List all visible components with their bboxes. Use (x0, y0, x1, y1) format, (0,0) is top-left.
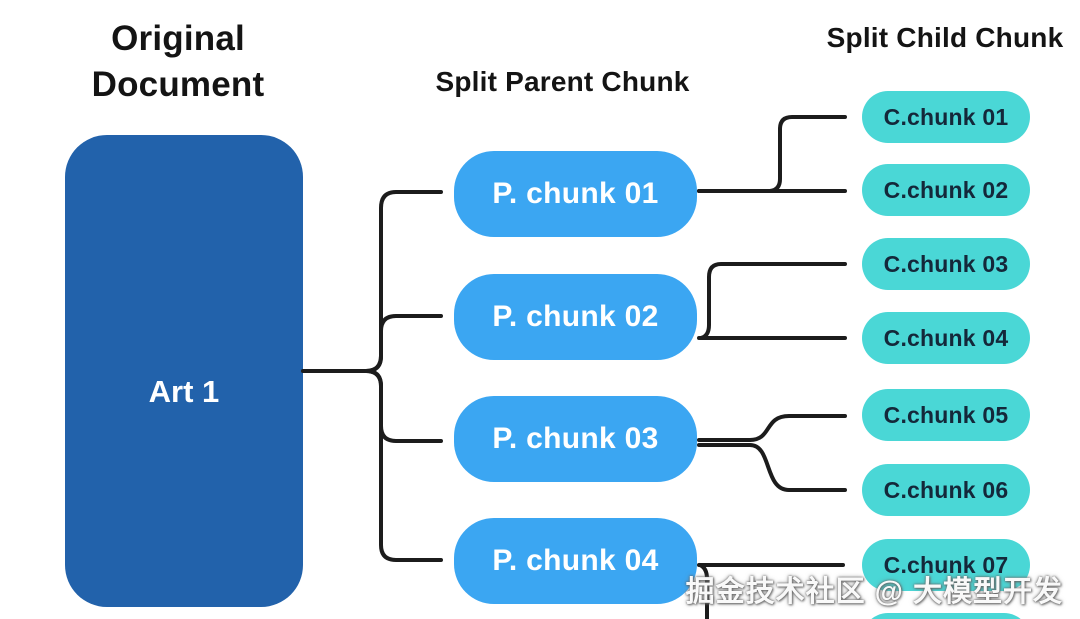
edge-p1-to-c1 (697, 115, 847, 193)
edge-p2-to-c3 (699, 262, 847, 340)
child-chunk-node-7: C.chunk 07 (862, 539, 1030, 591)
parent-chunk-node-2: P. chunk 02 (454, 274, 697, 360)
child-chunk-node-1: C.chunk 01 (862, 91, 1030, 143)
split-child-chunk-title: Split Child Chunk (826, 22, 1064, 53)
edge-p3-to-c6 (697, 443, 847, 492)
parent-chunk-node-1: P. chunk 01 (454, 151, 697, 237)
original-document-node: Art 1 (65, 135, 303, 607)
split-parent-chunk-title: Split Parent Chunk (435, 66, 690, 97)
edge-p3-to-c5 (697, 414, 847, 442)
edge-doc-to-p3 (364, 369, 443, 443)
parent-chunk-node-3: P. chunk 03 (454, 396, 697, 482)
child-chunk-node-5: C.chunk 05 (862, 389, 1030, 441)
edge-doc-to-p2 (364, 314, 443, 373)
child-chunk-node-partial (862, 613, 1030, 619)
child-chunk-node-6: C.chunk 06 (862, 464, 1030, 516)
parent-chunk-node-4: P. chunk 04 (454, 518, 697, 604)
edge-doc-to-p1 (364, 190, 443, 373)
watermark-text: 掘金技术社区 @ 大模型开发 (685, 576, 1063, 608)
child-chunk-node-3: C.chunk 03 (862, 238, 1030, 290)
original-document-label: Art 1 (148, 374, 220, 409)
edge-doc-to-p4 (364, 369, 443, 562)
child-chunk-node-2: C.chunk 02 (862, 164, 1030, 216)
child-chunk-node-4: C.chunk 04 (862, 312, 1030, 364)
original-document-title: Original Document (91, 19, 265, 105)
